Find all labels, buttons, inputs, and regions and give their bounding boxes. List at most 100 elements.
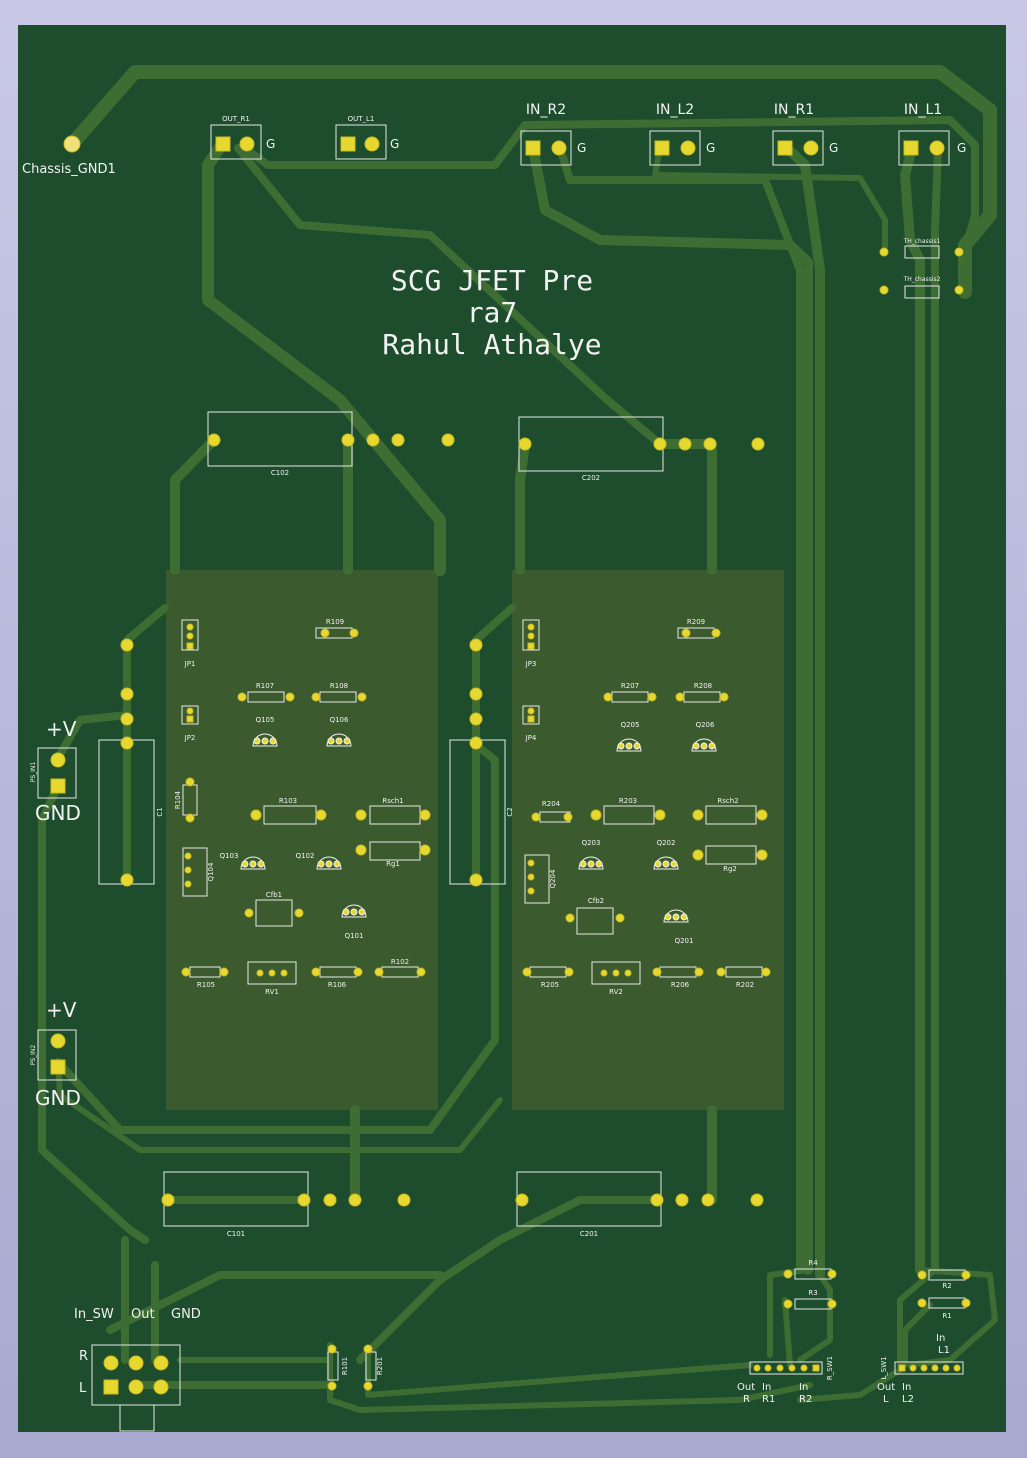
- q203-label: Q203: [582, 839, 601, 847]
- th-chassis1-label: TH_chassis1: [903, 238, 941, 245]
- right-channel-labels: C202 C201 C2 JP3 JP4 R209 R207 R208 Q205…: [506, 474, 754, 1238]
- in-l2-label: IN_L2: [656, 102, 694, 118]
- r-in-label: In: [762, 1382, 771, 1393]
- l-r1-label: R1: [942, 1312, 951, 1320]
- r202-label: R202: [736, 981, 754, 989]
- r-pin1-label: R1: [762, 1394, 775, 1405]
- board-title: SCG JFET Pre ra7 Rahul Athalye: [382, 264, 601, 361]
- l-ch-label: L: [883, 1394, 889, 1405]
- q105-label: Q105: [256, 716, 275, 724]
- r205-label: R205: [541, 981, 559, 989]
- r204-label: R204: [542, 800, 561, 808]
- q103-label: Q103: [220, 852, 239, 860]
- q206-label: Q206: [696, 721, 715, 729]
- q104-label: Q104: [207, 862, 215, 881]
- component-pads: [50, 135, 971, 1395]
- q106-label: Q106: [330, 716, 349, 724]
- in-l1-label: IN_L1: [904, 102, 942, 118]
- c201-label: C201: [580, 1230, 598, 1238]
- q102-footprint: [316, 856, 342, 870]
- connector-labels: Chassis_GND1 OUT_R1 OUT_L1 IN_R2 IN_L2 I…: [22, 102, 966, 283]
- r-in2-label: In: [799, 1382, 808, 1393]
- jp3-label: JP3: [525, 660, 537, 668]
- selector-l-labels: R2 R1 L_SW1 In L1 Out In L L2: [877, 1282, 952, 1405]
- q205-footprint: [616, 738, 642, 752]
- c202-label: C202: [582, 474, 600, 482]
- title-line-1: SCG JFET Pre: [391, 264, 593, 297]
- r108-label: R108: [330, 682, 348, 690]
- c101-label: C101: [227, 1230, 245, 1238]
- in-r1-ground-mark: G: [829, 141, 838, 155]
- left-channel-labels: C102 C101 C1 JP1 JP2 R109 R107 R108 Q105…: [156, 469, 409, 1238]
- r105-label: R105: [197, 981, 215, 989]
- c1-label: C1: [156, 807, 164, 816]
- q105-footprint: [252, 733, 278, 747]
- l-sw1-label: L_SW1: [880, 1356, 888, 1379]
- out-r1-ground-mark: G: [266, 137, 275, 151]
- rsch1-label: Rsch1: [382, 797, 403, 805]
- q103-footprint: [240, 856, 266, 870]
- chassis-gnd-label: Chassis_GND1: [22, 162, 116, 177]
- r207-label: R207: [621, 682, 639, 690]
- r-out-label: Out: [737, 1382, 755, 1393]
- out-l1-label: OUT_L1: [348, 115, 375, 123]
- r103-label: R103: [279, 797, 297, 805]
- q102-label: Q102: [296, 852, 315, 860]
- in-r1-label: IN_R1: [774, 102, 814, 118]
- in-l1-ground-mark: G: [957, 141, 966, 155]
- q101-footprint: [341, 904, 367, 918]
- q201-label: Q201: [675, 937, 694, 945]
- copper-pour-left: [166, 570, 438, 1110]
- in-r2-label: IN_R2: [526, 102, 566, 118]
- r3-label: R3: [808, 1289, 817, 1297]
- transistors: [240, 733, 717, 923]
- title-line-3: Rahul Athalye: [382, 328, 601, 361]
- r208-label: R208: [694, 682, 712, 690]
- gnd-label-2: GND: [35, 1086, 81, 1110]
- q202-footprint: [653, 856, 679, 870]
- l-pin-top-label: L1: [938, 1345, 950, 1356]
- r101-label: R101: [341, 1357, 349, 1375]
- power-labels: +V GND PS_IN1 +V GND PS_IN2: [30, 717, 81, 1110]
- q203-footprint: [578, 856, 604, 870]
- l-pin1-label: L2: [902, 1394, 914, 1405]
- out-r1-label: OUT_R1: [222, 115, 250, 123]
- l-r2-label: R2: [942, 1282, 951, 1290]
- in-r2-ground-mark: G: [577, 141, 586, 155]
- r109-label: R109: [326, 618, 344, 626]
- c102-label: C102: [271, 469, 289, 477]
- r-sw1-label: R_SW1: [826, 1356, 834, 1380]
- r4-label: R4: [808, 1259, 818, 1267]
- ps-in1-label: PS_IN1: [30, 762, 37, 783]
- q101-label: Q101: [345, 932, 364, 940]
- copper-pour-right: [512, 570, 784, 1110]
- rg1-label: Rg1: [386, 860, 400, 868]
- rg2-label: Rg2: [723, 865, 737, 873]
- plus-v-label-2: +V: [46, 998, 77, 1022]
- pcb-board: SCG JFET Pre ra7 Rahul Athalye Chassis_G…: [18, 25, 1006, 1432]
- r106-label: R106: [328, 981, 347, 989]
- cfb1-label: Cfb1: [266, 891, 282, 899]
- l-in-top-label: In: [936, 1333, 945, 1344]
- plus-v-label-1: +V: [46, 717, 77, 741]
- row-r-label: R: [79, 1349, 88, 1364]
- in-sw-label: In_SW: [74, 1307, 114, 1322]
- rv1-label: RV1: [265, 988, 279, 996]
- l-out-label: Out: [877, 1382, 895, 1393]
- rsch2-label: Rsch2: [717, 797, 738, 805]
- r-ch-label: R: [743, 1394, 750, 1405]
- l-in-label: In: [902, 1382, 911, 1393]
- in-l2-ground-mark: G: [706, 141, 715, 155]
- q202-label: Q202: [657, 839, 676, 847]
- gnd-label-1: GND: [35, 801, 81, 825]
- gnd-column-label: GND: [171, 1307, 201, 1322]
- r201-label: R201: [376, 1357, 384, 1375]
- c2-label: C2: [506, 807, 514, 816]
- q204-label: Q204: [549, 869, 557, 888]
- q106-footprint: [326, 733, 352, 747]
- r102-label: R102: [391, 958, 409, 966]
- ps-in2-label: PS_IN2: [30, 1045, 37, 1066]
- q205-label: Q205: [621, 721, 640, 729]
- switch-block-labels: In_SW Out GND R L R101 R201: [74, 1307, 384, 1396]
- cfb2-label: Cfb2: [588, 897, 604, 905]
